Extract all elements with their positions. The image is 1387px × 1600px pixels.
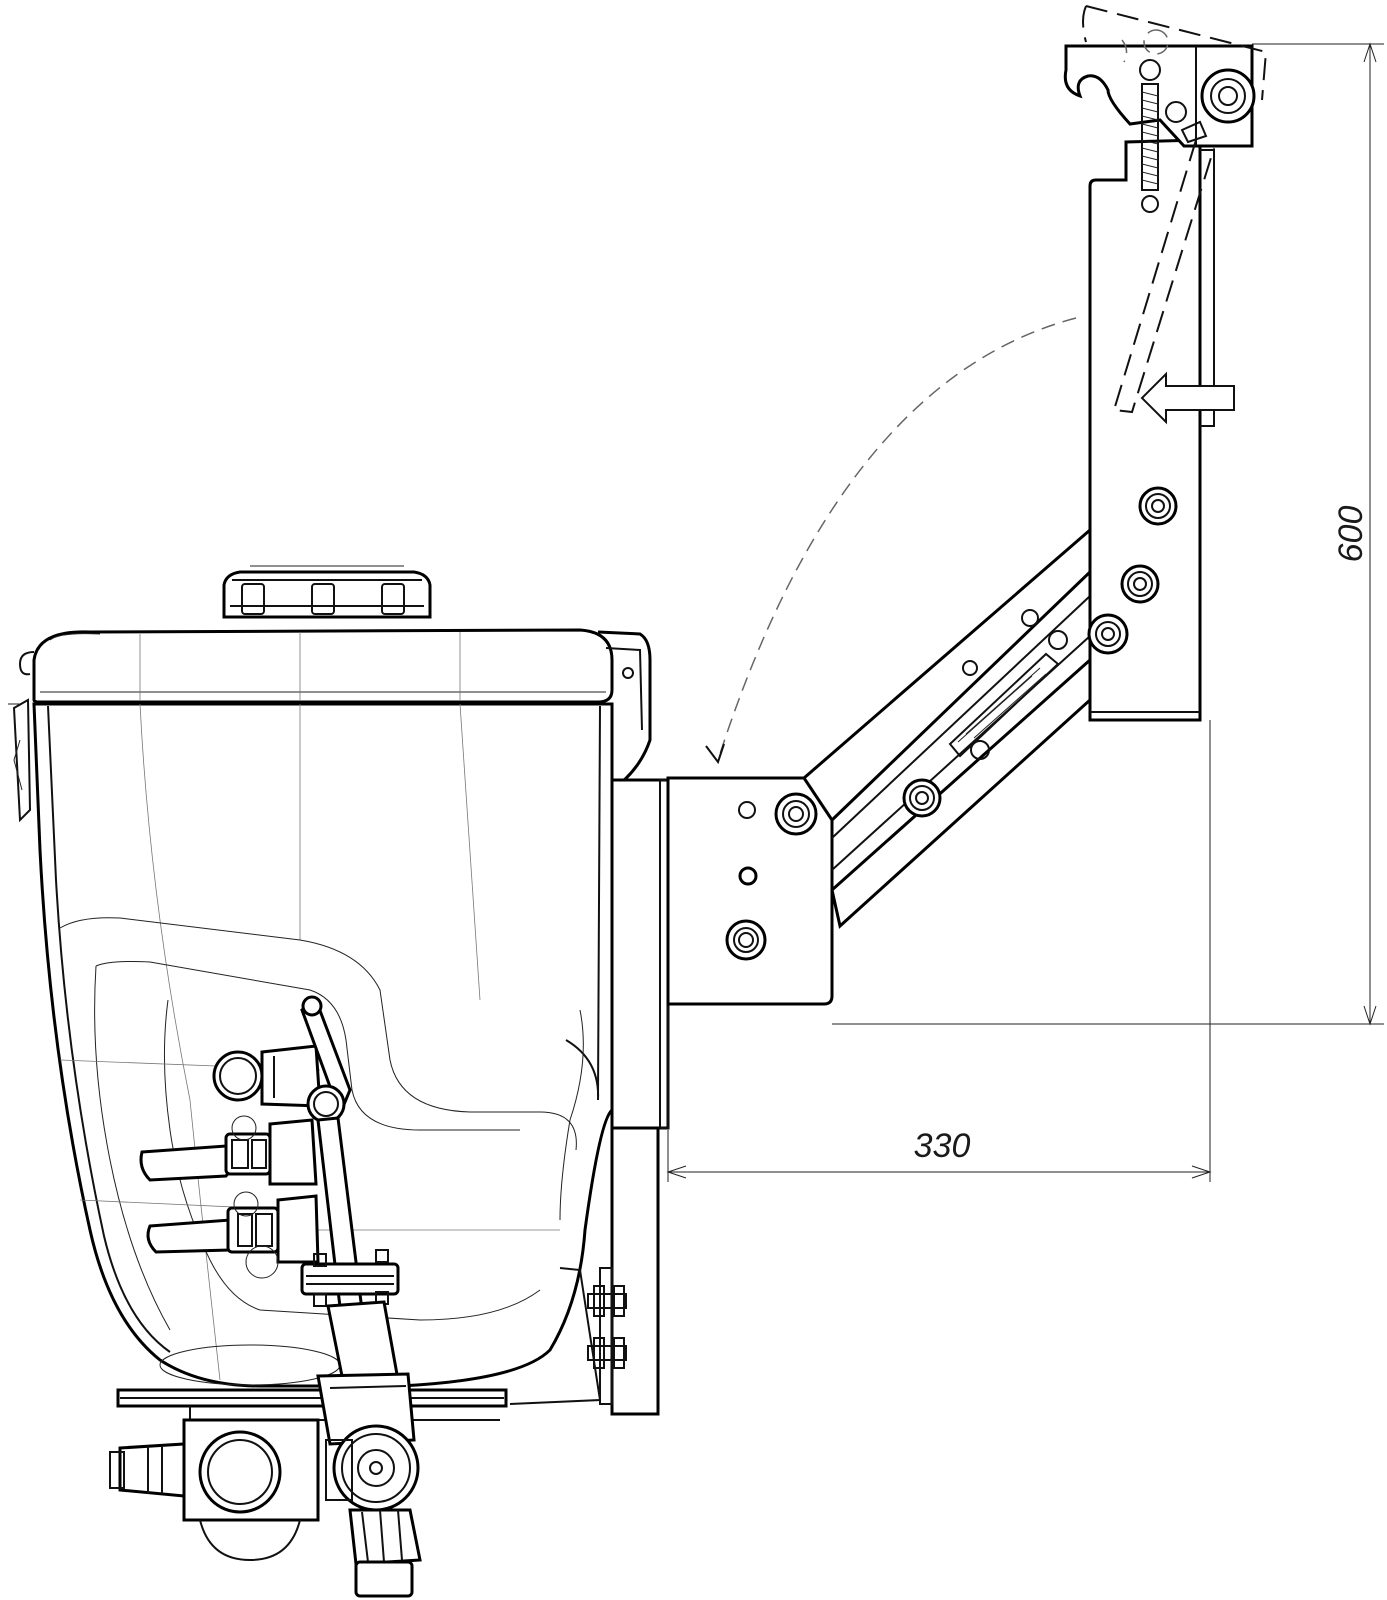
- bolt-head: [1087, 613, 1129, 655]
- valve-lower: [146, 1191, 320, 1279]
- bolt-head: [902, 778, 942, 818]
- tank-lid: [18, 628, 652, 792]
- width-label: 330: [914, 1127, 971, 1165]
- folding-arm: [802, 526, 1092, 929]
- gas-spring: [948, 652, 1060, 760]
- dimension-width: 330: [666, 720, 1212, 1182]
- mount-bolt: [587, 1337, 627, 1369]
- bottom-fittings: [109, 1418, 422, 1598]
- bolt-head: [1138, 486, 1178, 526]
- valve-block: [139, 995, 416, 1446]
- valve-middle: [139, 1115, 318, 1186]
- mount-bolt: [587, 1285, 627, 1317]
- bolt-head: [725, 919, 767, 961]
- valve-upper: [212, 1044, 322, 1108]
- valve-lever: [300, 995, 374, 1394]
- bolt-head: [774, 792, 818, 836]
- lower-bracket: [666, 776, 834, 1006]
- drain-pipe: [300, 1249, 416, 1446]
- upper-bracket: [1063, 5, 1268, 722]
- tank-latch: [8, 698, 32, 823]
- height-label: 600: [1332, 506, 1370, 563]
- pivot-latch: [1063, 44, 1256, 148]
- rotation-arc: [717, 317, 1077, 761]
- tank-cap: [222, 565, 432, 619]
- rotation-arrowhead: [705, 743, 725, 765]
- bolt-head: [1120, 564, 1160, 604]
- folded-position-ghost: [1082, 5, 1268, 414]
- tension-spring: [1139, 59, 1161, 213]
- mount-plate: [587, 778, 670, 1416]
- dimension-height: 600: [832, 42, 1384, 1026]
- direction-arrow: [1140, 371, 1235, 425]
